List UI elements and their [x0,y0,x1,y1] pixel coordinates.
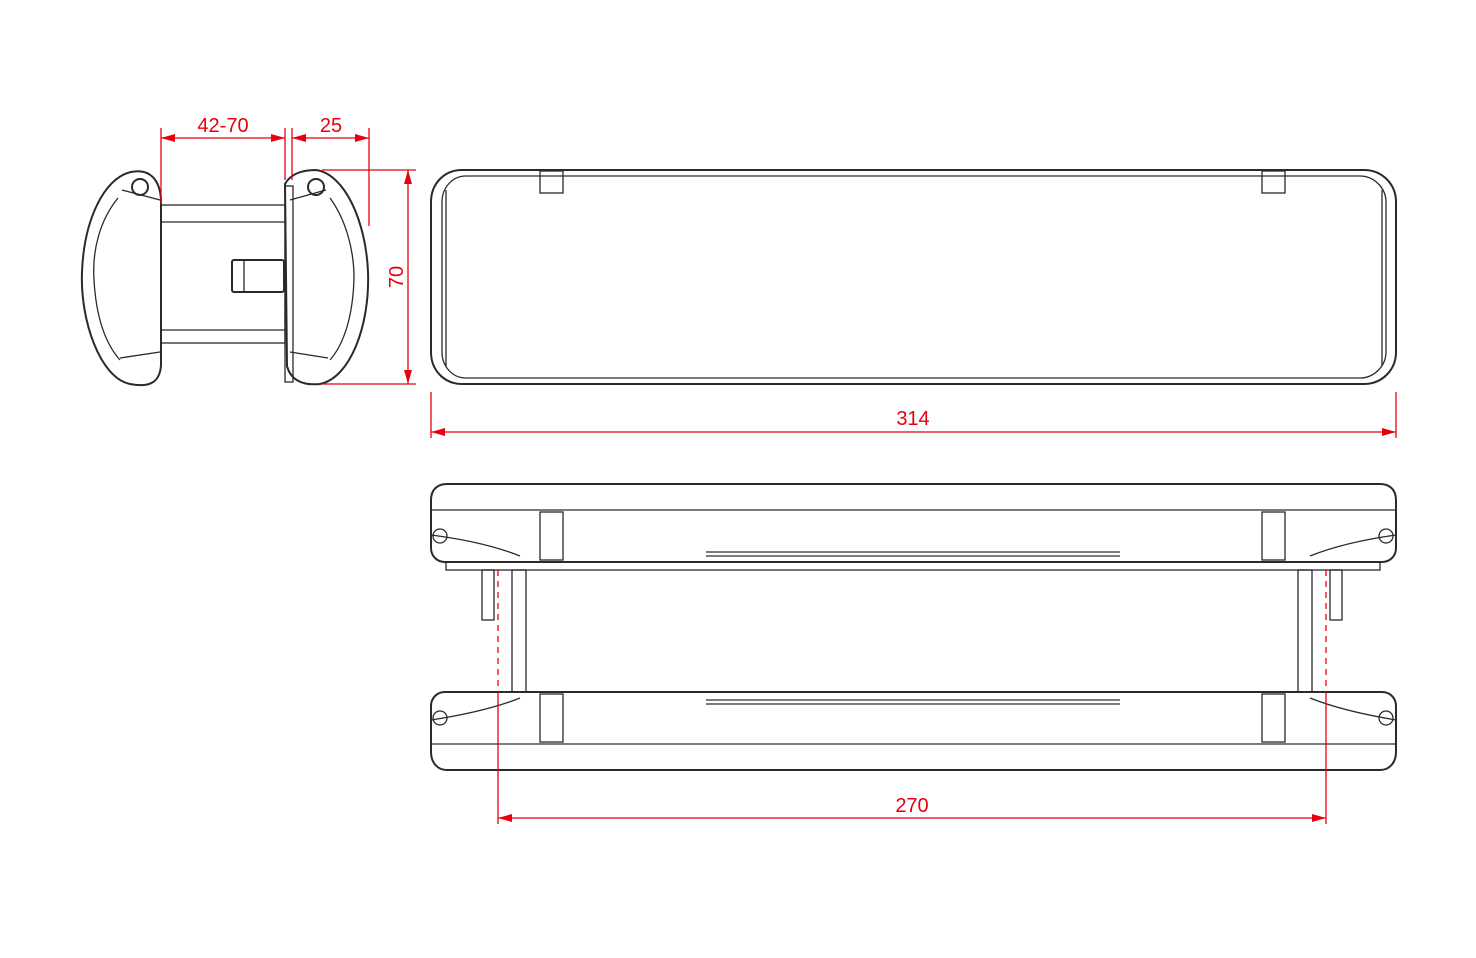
plan-inner-tab-right [1261,693,1286,743]
plan-inner-hole-right [1378,710,1394,726]
outer-plate-left-inner-edge [93,197,121,361]
inner-plate-right-bottom-facet [289,351,329,359]
inner-plate-right-inner-edge [329,197,355,361]
plan-inner-plate-left-curve [430,697,521,721]
arrowhead [404,170,412,184]
plan-outer-tab-right [1261,511,1286,561]
dimension-overall-label: 314 [896,408,929,430]
front-view [430,169,1397,385]
outer-plate-left [80,170,162,387]
front-tab-left [539,170,564,194]
dimension-height-label: 70 [386,266,408,288]
arrowhead [404,370,412,384]
plan-bolt-right [1329,569,1343,621]
arrowhead [1382,428,1396,436]
arrowhead [1312,814,1326,822]
dimension-gap-label: 42-70 [197,115,248,137]
front-plate-outline [430,169,1397,385]
handle-knob [231,259,285,293]
fixing-hole-left [131,178,149,196]
arrowhead [355,134,369,142]
centres-dimension: 270 [497,692,1327,824]
dimension-centres-label: 270 [895,795,928,817]
side-view [80,169,370,387]
arrowhead [161,134,175,142]
inner-plate-right-top-facet [289,189,327,201]
front-plate-inner-bevel [441,175,1387,379]
plan-sleeve-post-right [1297,569,1313,693]
plan-inner-plate-right-curve [1309,697,1397,721]
arrowhead [431,428,445,436]
plan-outer-hole-right [1378,528,1394,544]
fixing-hole-right [307,178,325,196]
dimension-depth-label: 25 [320,115,342,137]
plan-outer-plate-left-curve [430,534,521,557]
sleeve [160,204,286,344]
overall-length-dimension: 314 [430,392,1397,438]
plan-outer-plate-right-curve [1309,534,1397,557]
plan-inner-hole-left [432,710,448,726]
plan-outer-plate [430,483,1397,563]
plan-bolt-left [481,569,495,621]
inner-plate-right [284,169,370,386]
outer-plate-left-bottom-facet [119,351,161,359]
plan-sleeve-post-left [511,569,527,693]
plan-inner-tab-left [539,693,564,743]
plan-outer-hole-left [432,528,448,544]
plan-backplate-upper [445,561,1381,571]
plan-view [430,483,1397,771]
inner-plate-right-base [284,185,294,383]
arrowhead [498,814,512,822]
side-view-dimensions: 42-70 25 70 [160,115,416,385]
arrowhead [292,134,306,142]
arrowhead [271,134,285,142]
plan-outer-tab-left [539,511,564,561]
front-tab-right [1261,170,1286,194]
plan-inner-plate [430,691,1397,771]
